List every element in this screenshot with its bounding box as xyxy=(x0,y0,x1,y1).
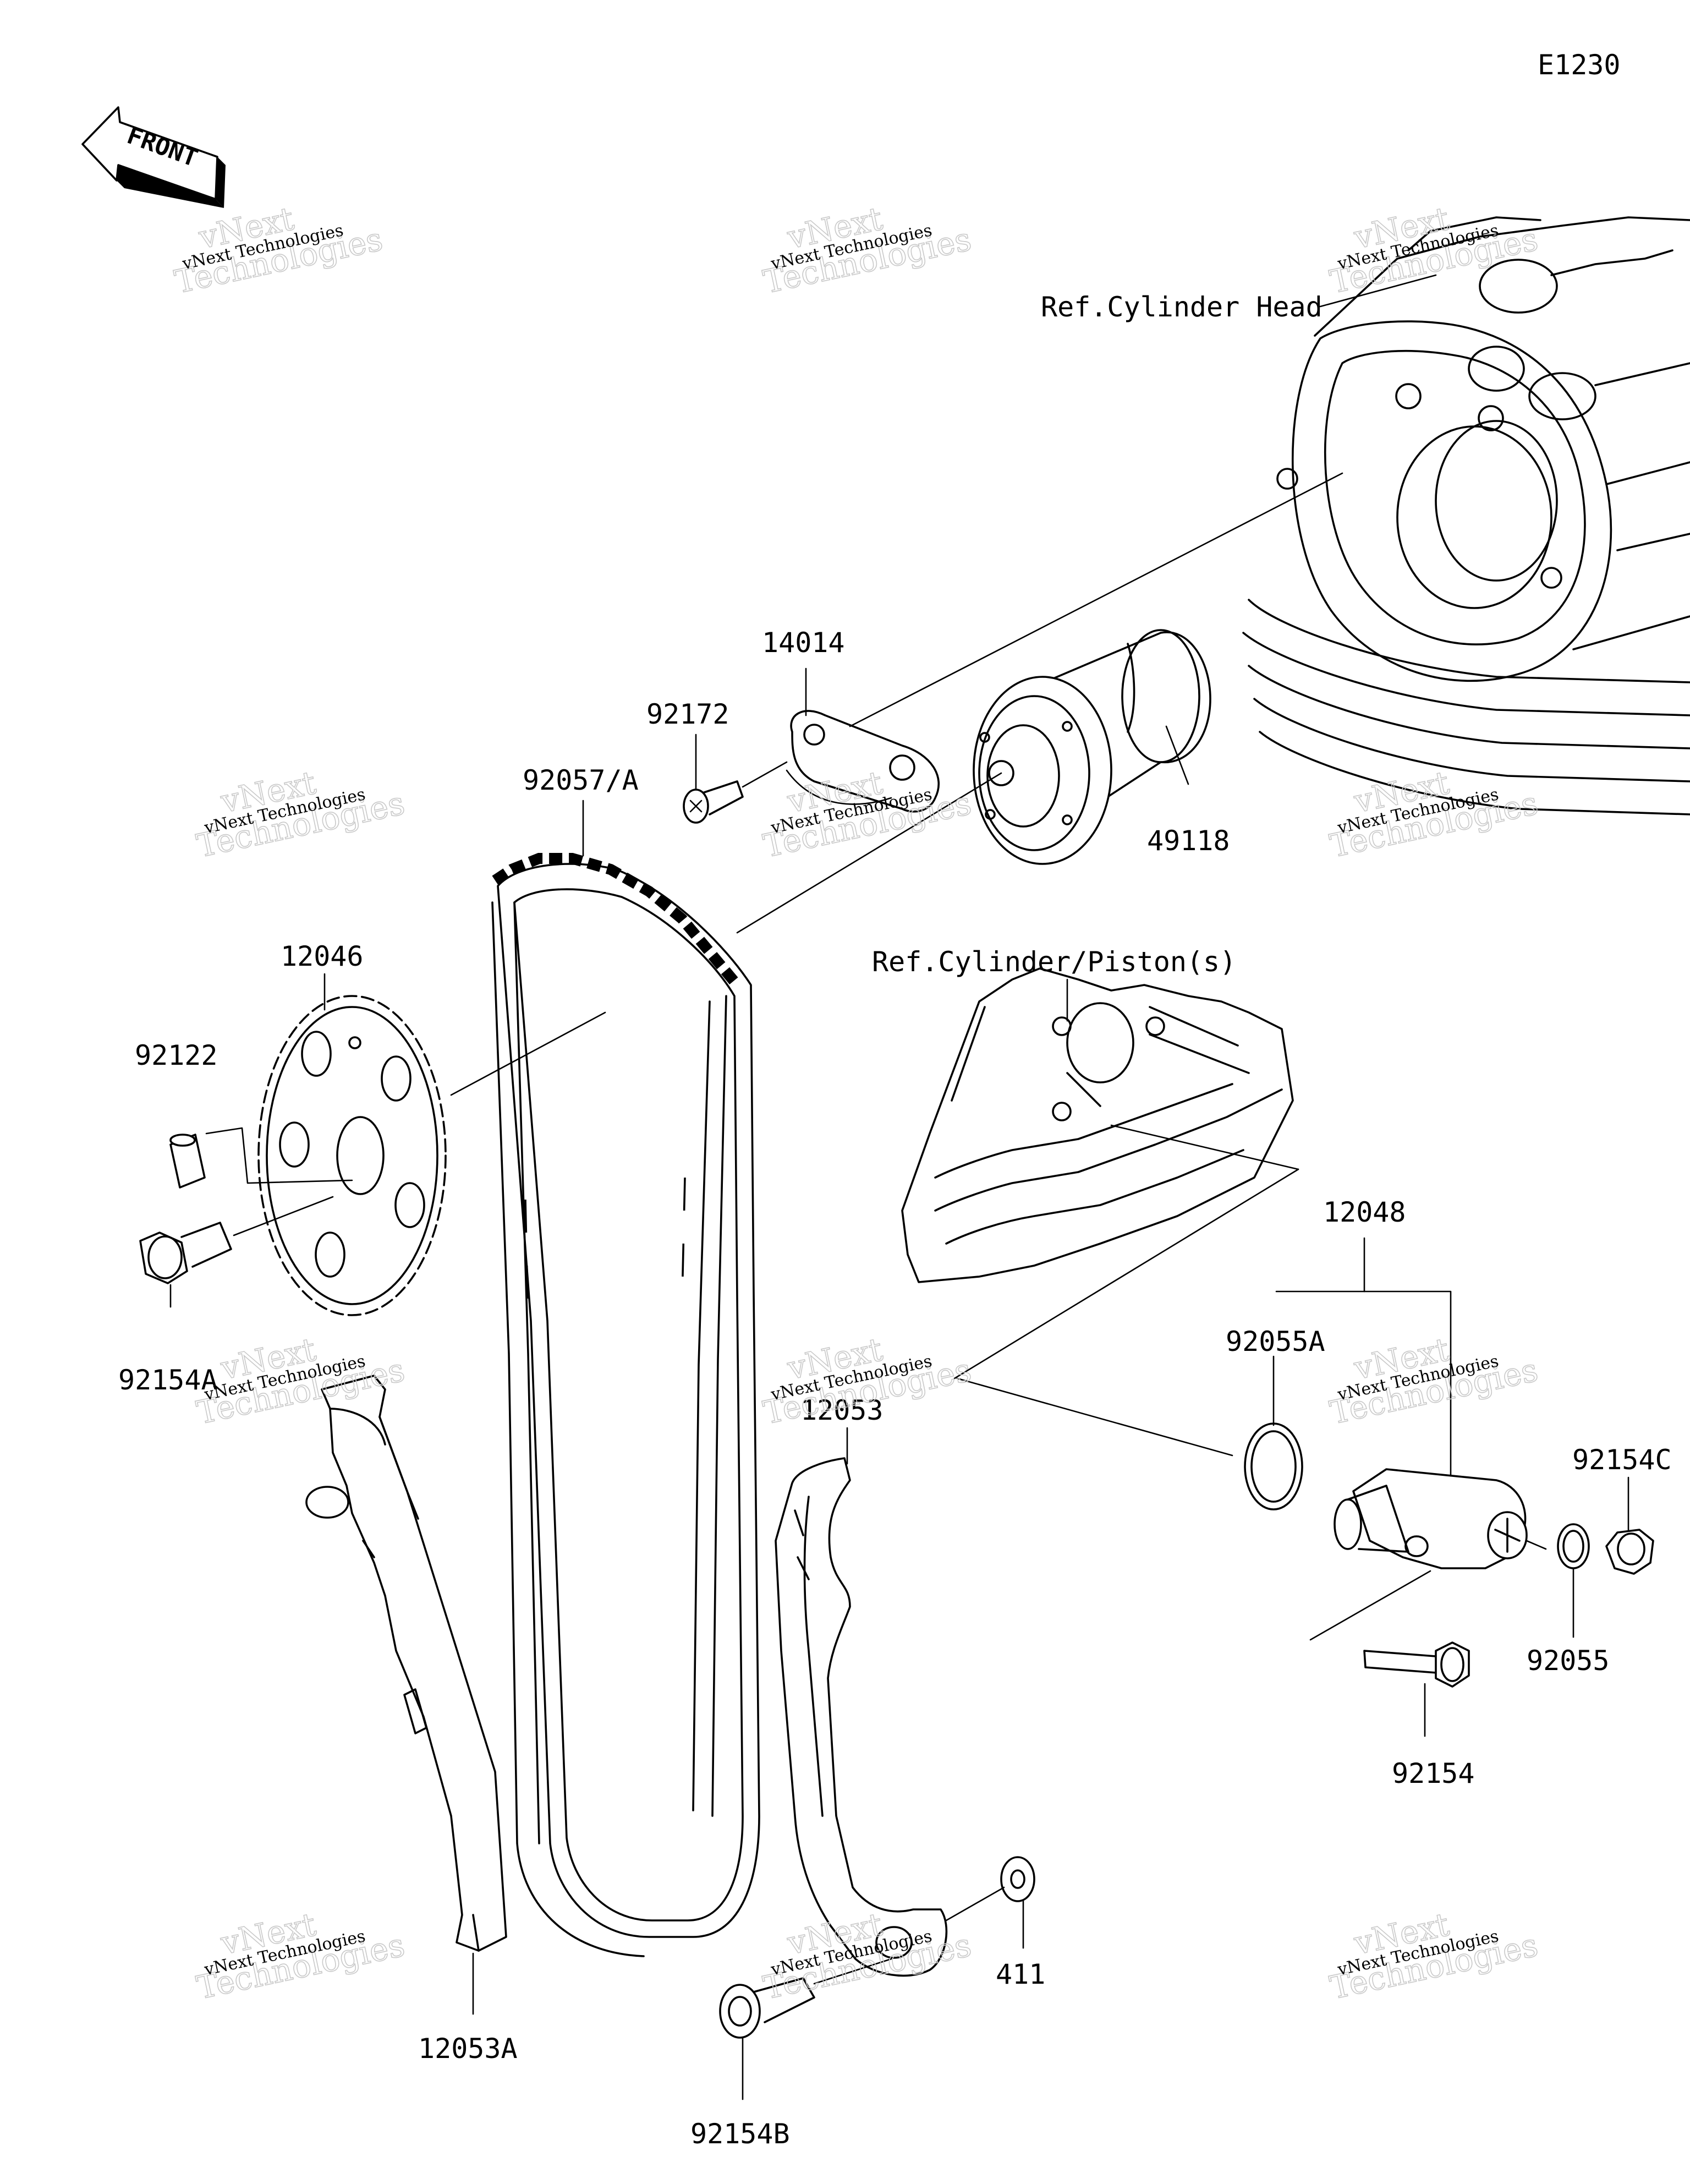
part-label-12046: 12046 xyxy=(281,940,364,972)
cap-bolt-92154C xyxy=(1605,1529,1654,1575)
part-label-92055A: 92055A xyxy=(1226,1326,1325,1358)
part-label-92154: 92154 xyxy=(1392,1758,1475,1789)
part-label-12053A: 12053A xyxy=(418,2033,518,2065)
chain-tensioner xyxy=(1334,1468,1528,1569)
cylinder-reference xyxy=(901,967,1294,1283)
ref-cylinder-piston-label: Ref.Cylinder/Piston(s) xyxy=(872,946,1236,978)
watermark-5: vNext Technologies vNext Technologies xyxy=(760,763,975,865)
watermark-2: vNext Technologies vNext Technologies xyxy=(760,199,975,301)
part-label-49118: 49118 xyxy=(1147,825,1230,857)
bolt-92154A xyxy=(139,1222,232,1284)
part-label-92154C: 92154C xyxy=(1572,1444,1672,1476)
ref-cylinder-head-label: Ref.Cylinder Head xyxy=(1041,291,1323,323)
part-label-92055: 92055 xyxy=(1527,1645,1610,1677)
part-label-92154B: 92154B xyxy=(690,2118,790,2150)
bolt-92154 xyxy=(1363,1641,1470,1688)
washer-92055 xyxy=(1557,1523,1590,1569)
dowel-pin xyxy=(169,1134,206,1189)
watermark-4: vNext Technologies vNext Technologies xyxy=(193,763,408,865)
camshaft xyxy=(973,629,1211,865)
chain-guide-12053 xyxy=(775,1457,948,1977)
breather-plate xyxy=(786,710,940,813)
cam-sprocket xyxy=(257,995,447,1316)
screw-92172 xyxy=(683,780,744,824)
diagram-code: E1230 xyxy=(1538,49,1621,81)
cylinder-head xyxy=(1242,216,1690,815)
watermark-10: vNext Technologies vNext Technologies xyxy=(193,1905,408,2007)
watermark-12: vNext Technologies vNext Technologies xyxy=(1326,1905,1541,2007)
watermark-3: vNext Technologies vNext Technologies xyxy=(1326,199,1541,301)
part-label-92154A: 92154A xyxy=(118,1364,218,1396)
part-label-92172: 92172 xyxy=(646,698,729,730)
part-label-12048: 12048 xyxy=(1323,1196,1406,1228)
part-label-14014: 14014 xyxy=(762,627,845,659)
washer-411 xyxy=(1000,1856,1035,1902)
chain-guide-12053A xyxy=(305,1375,507,1952)
part-label-92122: 92122 xyxy=(135,1039,218,1071)
bolt-92154B xyxy=(719,1977,815,2039)
front-arrow-icon: FRONT xyxy=(81,106,226,208)
o-ring-92055A xyxy=(1244,1422,1303,1510)
part-label-12053: 12053 xyxy=(800,1394,884,1426)
watermark-9: vNext Technologies vNext Technologies xyxy=(1326,1330,1541,1432)
part-label-92057A: 92057/A xyxy=(523,764,639,796)
cam-chain xyxy=(491,853,760,1957)
part-label-411: 411 xyxy=(996,1958,1045,1990)
